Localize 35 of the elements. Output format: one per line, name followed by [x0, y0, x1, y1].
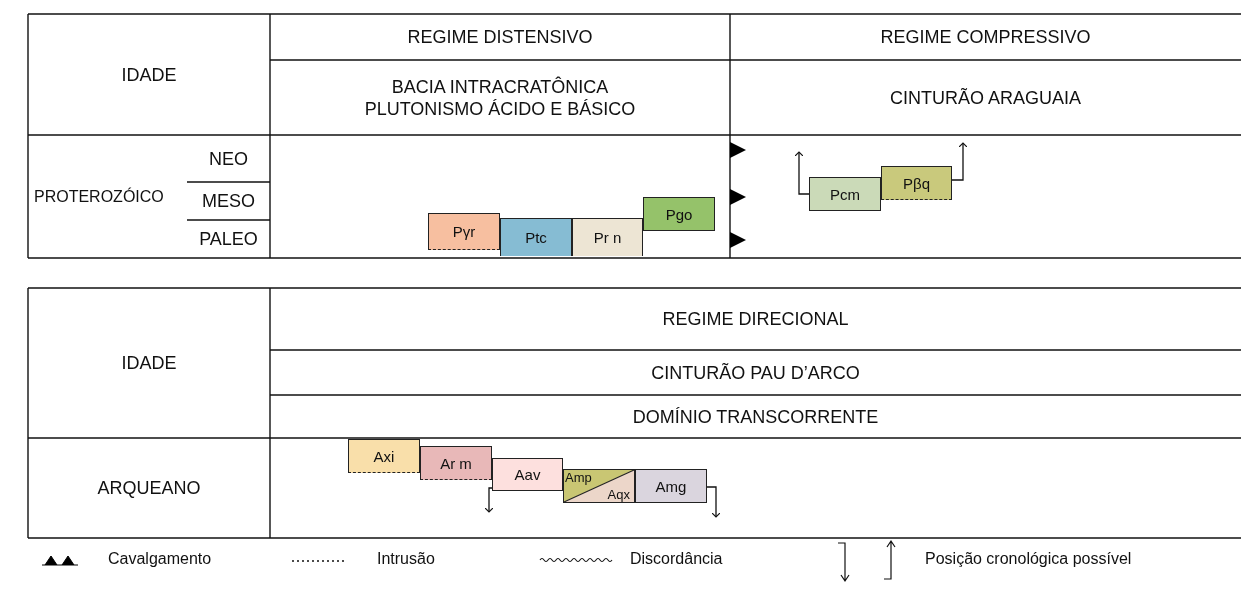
table-header: BACIA INTRACRATÔNICA PLUTONISMO ÁCIDO E BÁSICO	[363, 75, 637, 120]
row-label: PALEO	[199, 228, 258, 250]
rock-unit-box: Axi	[348, 439, 420, 473]
rock-unit-box	[563, 469, 635, 503]
row-label: MESO	[202, 190, 255, 212]
unit-label: Amp	[565, 470, 592, 485]
rock-unit-box: Pγr	[428, 213, 500, 250]
legend-label: Cavalgamento	[108, 550, 212, 568]
rock-unit-box: Pr n	[572, 218, 643, 256]
unit-label: Aqx	[607, 487, 630, 502]
arrow	[951, 142, 968, 181]
table-header: IDADE	[121, 352, 177, 374]
legend-label: Intrusão	[377, 550, 435, 568]
rock-unit-box: Pcm	[809, 177, 881, 211]
table-header: CINTURÃO ARAGUAIA	[890, 86, 1081, 109]
arrow	[794, 151, 810, 195]
row-label: PROTEROZÓICO	[34, 186, 164, 207]
rock-unit-box: Pβq	[881, 166, 952, 200]
table-header: IDADE	[121, 63, 177, 86]
rock-unit-box: Amg	[635, 469, 707, 503]
arrow	[706, 486, 721, 518]
table-header: REGIME COMPRESSIVO	[880, 26, 1091, 48]
legend-label: Posição cronológica possível	[925, 550, 1132, 568]
table-header: CINTURÃO PAU D’ARCO	[651, 361, 860, 384]
row-label: NEO	[209, 147, 248, 170]
arrow	[484, 487, 494, 513]
legend-label: Discordância	[630, 550, 723, 568]
table-header: REGIME DISTENSIVO	[407, 26, 593, 48]
row-label: ARQUEANO	[97, 477, 201, 499]
rock-unit-box: Ptc	[500, 218, 572, 256]
rock-unit-box: Ar m	[420, 446, 492, 480]
table-header: DOMÍNIO TRANSCORRENTE	[632, 405, 879, 428]
rock-unit-box: Aav	[492, 458, 563, 491]
table-header: REGIME DIRECIONAL	[662, 308, 849, 330]
rock-unit-box: Pgo	[643, 197, 715, 231]
